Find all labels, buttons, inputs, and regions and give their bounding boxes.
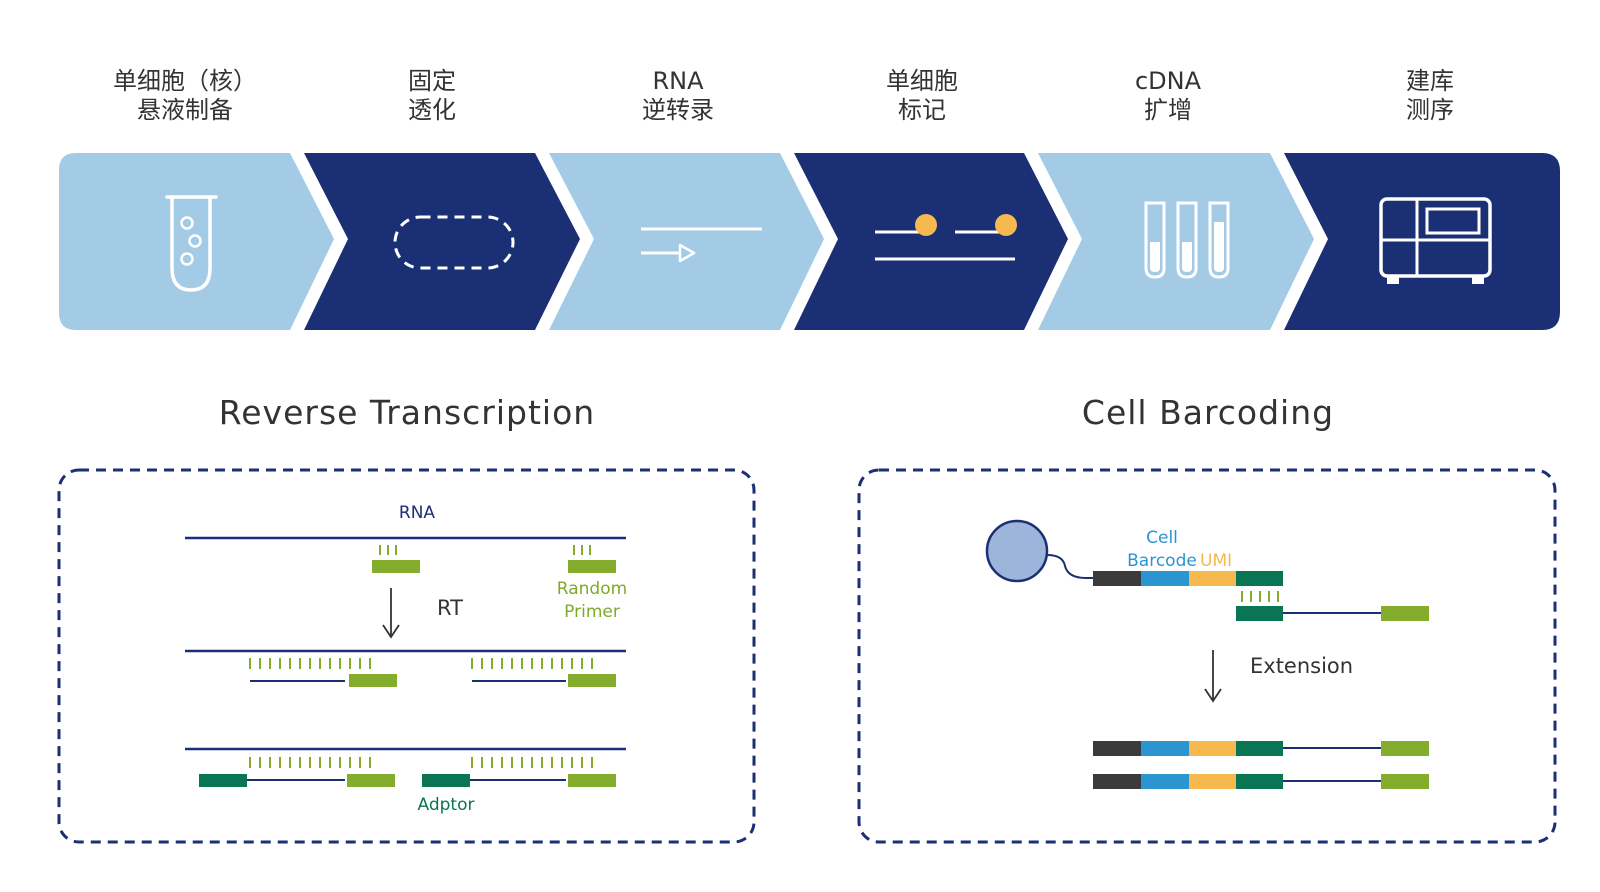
cell-barcoding-title: Cell Barcoding (1082, 393, 1334, 432)
bead-linker (1046, 554, 1095, 579)
random-primer-block (347, 774, 395, 787)
step-5-label-line2: 扩增 (1144, 96, 1192, 124)
chevron-step-3 (549, 153, 824, 330)
chevron-bar (59, 153, 1560, 330)
bead-icon (985, 519, 1049, 583)
barcode-label: Barcode (1127, 551, 1197, 571)
barcode-bead-icon (875, 214, 1017, 261)
reverse-transcription-title: Reverse Transcription (219, 393, 595, 432)
adaptor-block (422, 774, 470, 787)
extended-product (1093, 741, 1429, 756)
hybridization-ticks (249, 757, 593, 768)
random-primer-block (372, 560, 420, 573)
step-6-label-line2: 测序 (1406, 96, 1454, 124)
chevron-step-2 (304, 153, 580, 330)
step-2-label-line2: 透化 (408, 96, 456, 124)
cell-barcoding-panel (857, 468, 1557, 844)
reverse-transcription-content: RNA Random Primer RT (185, 503, 627, 815)
rna-label: RNA (399, 503, 436, 523)
down-arrow-icon (382, 588, 400, 639)
hybridization-ticks (249, 658, 593, 669)
step-6-label-line1: 建库 (1406, 67, 1454, 95)
step-2-label-line1: 固定 (408, 67, 456, 95)
adaptor-block (1236, 606, 1283, 621)
random-primer-block (568, 674, 616, 687)
rna-strand-arrow-icon (641, 227, 762, 263)
step-1-label-line1: 单细胞（核） (113, 67, 257, 95)
chevron-step-5 (1038, 153, 1314, 330)
step-3-label-line2: 逆转录 (642, 96, 714, 124)
step-4-label-line1: 单细胞 (886, 67, 958, 95)
step-5-label-line1: cDNA (1135, 67, 1202, 95)
three-tubes-icon (1144, 201, 1230, 279)
random-primer-block (568, 560, 616, 573)
step-3-label-line1: RNA (652, 67, 704, 95)
extended-product (1093, 774, 1429, 789)
cell-label: Cell (1146, 528, 1178, 548)
primer-ticks (379, 545, 591, 555)
random-primer-label-line1: Random (557, 579, 627, 599)
down-arrow-icon (1204, 650, 1222, 703)
step-4-label-line2: 标记 (898, 96, 946, 124)
step-1-label-line2: 悬液制备 (137, 96, 233, 124)
chevron-step-4 (794, 153, 1068, 330)
extension-label: Extension (1250, 654, 1353, 678)
sequencer-icon (1379, 197, 1492, 284)
random-primer-block (349, 674, 397, 687)
rt-label: RT (437, 596, 463, 620)
chevron-step-1 (59, 153, 334, 330)
random-primer-label-line2: Primer (564, 602, 620, 622)
random-primer-block (568, 774, 616, 787)
hybridization-ticks (1241, 591, 1279, 602)
umi-label: UMI (1200, 551, 1232, 571)
dashed-capsule-icon (393, 215, 515, 270)
barcode-oligo (1093, 571, 1283, 586)
adaptor-label: Adptor (418, 795, 475, 815)
cell-barcoding-content: Cell Barcode UMI Extension (985, 519, 1429, 789)
test-tube-icon (165, 195, 218, 292)
step-labels: 单细胞（核） 悬液制备 固定 透化 RNA 逆转录 单细胞 标记 cDNA 扩增… (113, 67, 1454, 124)
adaptor-block (199, 774, 247, 787)
random-primer-block (1381, 606, 1429, 621)
reverse-transcription-panel (57, 468, 756, 844)
